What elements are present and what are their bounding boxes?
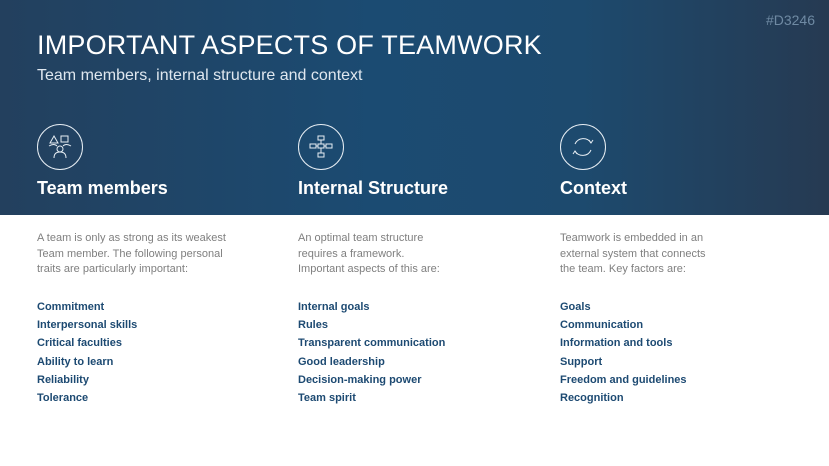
slide-title: IMPORTANT ASPECTS OF TEAMWORK (37, 30, 542, 60)
slide-code: #D3246 (765, 12, 815, 28)
column-heading: Team members (37, 178, 168, 198)
cycle-icon (560, 124, 606, 170)
team-icon (37, 124, 83, 170)
list-item: Rules (298, 319, 328, 332)
list-item: Transparent communication (298, 337, 446, 350)
column-heading: Context (560, 178, 627, 198)
list-item: Information and tools (560, 337, 673, 350)
list-item: Reliability (37, 373, 89, 386)
column-heading: Internal Structure (298, 178, 449, 198)
list-item: Internal goals (298, 301, 370, 313)
slide-subtitle: Team members, internal structure and con… (37, 67, 363, 84)
list-item: Team spirit (298, 391, 356, 404)
list-item: Tolerance (37, 391, 89, 404)
list-item: Support (560, 355, 603, 368)
list-item: Good leadership (298, 355, 385, 368)
list-item: Recognition (560, 391, 624, 404)
list-item: Goals (560, 301, 591, 313)
column-description: An optimal team structure requires a fra… (298, 232, 440, 275)
list-item: Critical faculties (37, 337, 122, 350)
header-banner (0, 0, 829, 215)
aspect-list: Internal goals Rules Transparent communi… (298, 300, 445, 409)
list-item: Freedom and guidelines (560, 373, 687, 386)
list-item: Interpersonal skills (37, 319, 138, 332)
org-chart-icon (298, 124, 344, 170)
trait-list: Commitment Interpersonal skills Critical… (37, 300, 137, 409)
column-description: A team is only as strong as its weakest … (37, 232, 226, 275)
factor-list: Goals Communication Information and tool… (560, 300, 687, 409)
column-description: Teamwork is embedded in an external syst… (560, 232, 706, 275)
list-item: Communication (560, 319, 644, 332)
list-item: Ability to learn (37, 355, 114, 368)
list-item: Commitment (37, 301, 105, 313)
list-item: Decision-making power (298, 373, 422, 386)
